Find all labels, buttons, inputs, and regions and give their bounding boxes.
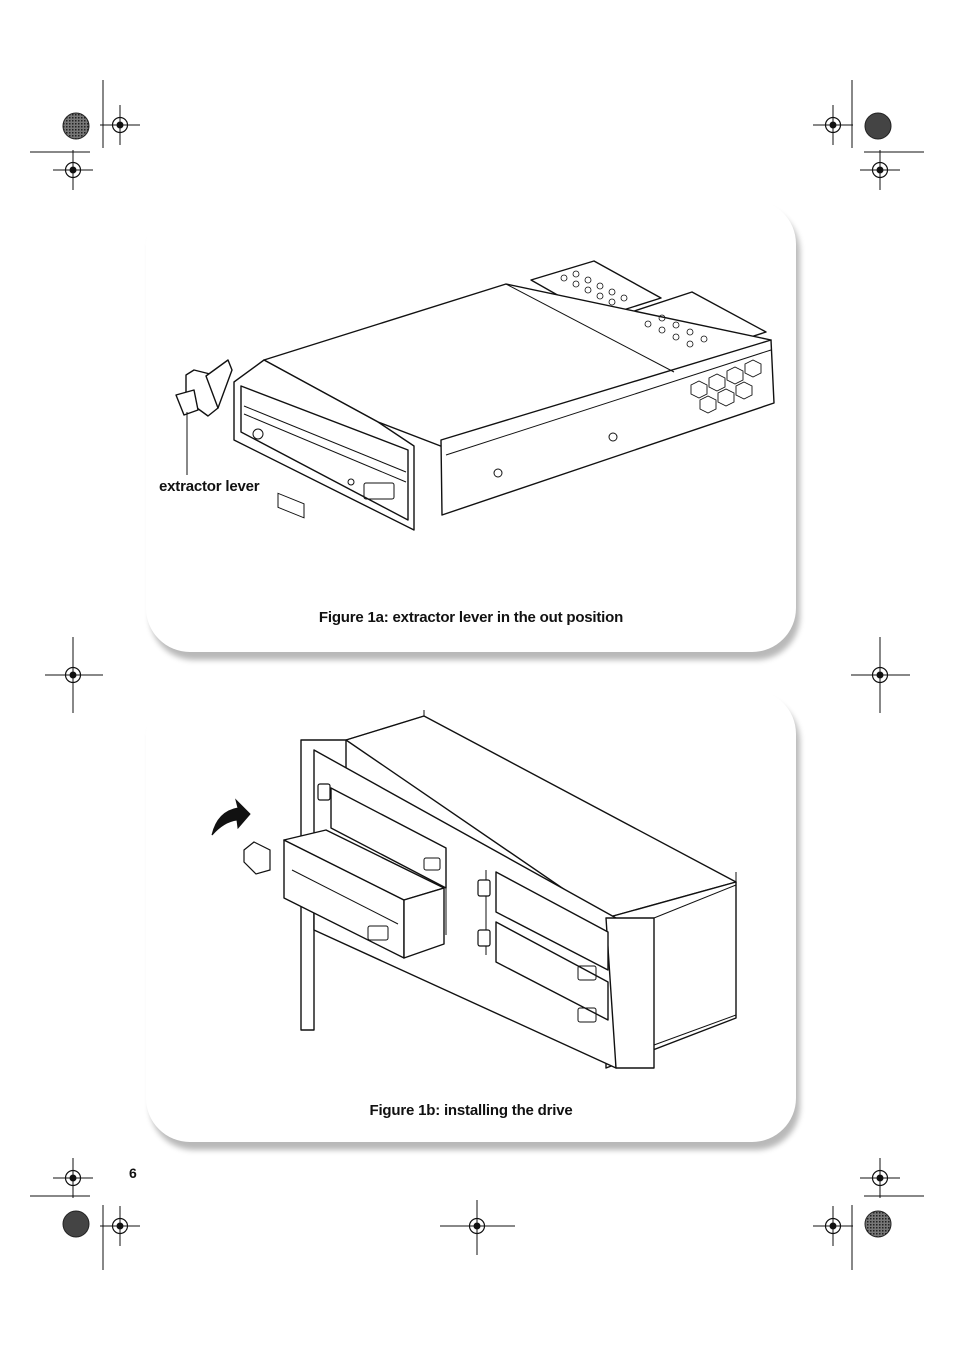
color-target-icon [62,1210,90,1238]
color-target-icon [62,112,90,140]
figure-1a-panel: extractor lever Figure 1a: extractor lev… [146,200,796,652]
figure-1a-caption: Figure 1a: extractor lever in the out po… [318,609,624,626]
server-drive-installation-illustration [211,710,737,1069]
extractor-lever-label: extractor lever [159,478,260,495]
color-target-icon [864,1210,892,1238]
figure-1b-caption: Figure 1b: installing the drive [369,1102,573,1119]
color-target-icon [864,112,892,140]
drive-carrier-illustration [175,260,775,531]
page-number: 6 [129,1165,137,1181]
insert-direction-arrow-icon [211,798,251,836]
figure-1b-panel: Figure 1b: installing the drive [146,690,796,1142]
